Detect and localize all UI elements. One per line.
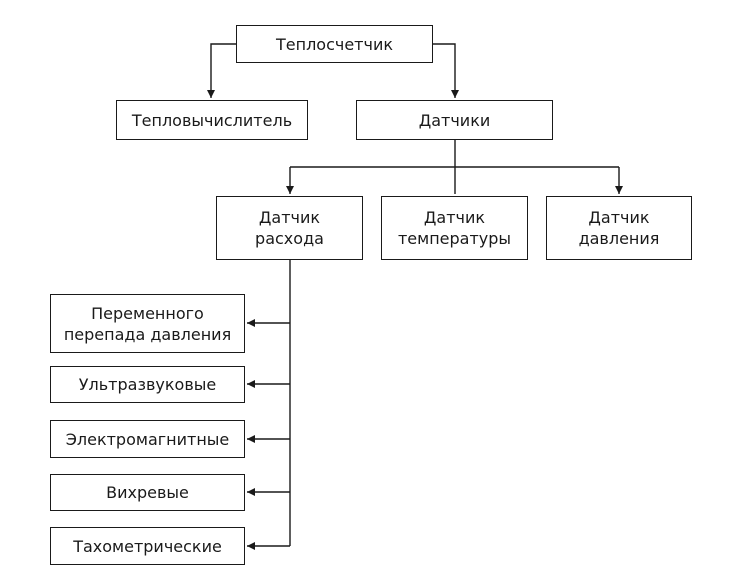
flow-type-node: Вихревые xyxy=(50,474,245,511)
calculator-node: Тепловычислитель xyxy=(116,100,308,140)
pressure-sensor-label: Датчик давления xyxy=(578,208,660,248)
flow-type-label: Переменного перепада давления xyxy=(63,303,232,344)
flow-type-label: Электромагнитные xyxy=(65,429,230,449)
flow-type-node: Переменного перепада давления xyxy=(50,294,245,353)
flow-sensor-node: Датчик расхода xyxy=(216,196,363,260)
sensors-label: Датчики xyxy=(418,110,491,130)
temperature-sensor-label: Датчик температуры xyxy=(397,208,512,248)
flow-type-node: Тахометрические xyxy=(50,527,245,565)
flow-type-label: Вихревые xyxy=(106,483,189,502)
calculator-label: Тепловычислитель xyxy=(131,110,293,130)
flow-type-label: Тахометрические xyxy=(73,536,222,556)
root-node: Теплосчетчик xyxy=(236,25,433,63)
flow-sensor-label: Датчик расхода xyxy=(255,208,324,248)
sensors-node: Датчики xyxy=(356,100,553,140)
edge-root-to-sensors xyxy=(433,43,459,98)
pressure-sensor-node: Датчик давления xyxy=(546,196,692,260)
edge-root-to-calculator xyxy=(207,43,236,98)
flow-type-node: Электромагнитные xyxy=(50,420,245,458)
temperature-sensor-node: Датчик температуры xyxy=(381,196,528,260)
flow-type-label: Ультразвуковые xyxy=(78,375,217,394)
flow-type-node: Ультразвуковые xyxy=(50,366,245,403)
root-label: Теплосчетчик xyxy=(275,34,394,54)
